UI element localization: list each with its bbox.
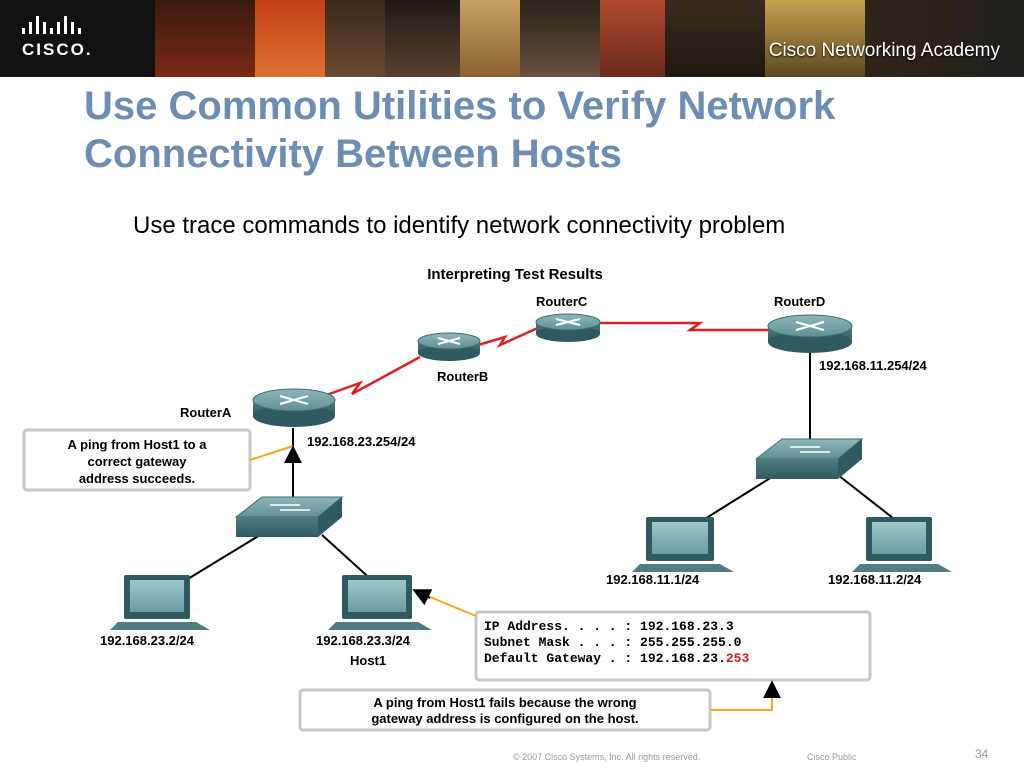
academy-label: Cisco Networking Academy <box>768 40 1000 61</box>
wan-link-c-d <box>598 321 770 332</box>
host1-label: Host1 <box>350 653 386 668</box>
pc-192-168-11-1 <box>632 517 734 572</box>
pc-192-168-11-2 <box>852 517 952 572</box>
router-a-label: RouterA <box>180 405 232 420</box>
host1-address: 192.168.23.3/24 <box>316 633 411 648</box>
callout-fail-line1: A ping from Host1 fails because the wron… <box>373 695 636 710</box>
router-b <box>417 332 481 361</box>
router-c-label: RouterC <box>536 294 588 309</box>
switch-left <box>234 496 344 537</box>
lan-link-switch-pc1 <box>177 534 261 586</box>
callout-success-line1: A ping from Host1 to a <box>68 437 208 452</box>
router-d <box>767 314 853 353</box>
footer-classification: Cisco Public <box>807 752 857 762</box>
wan-link-b-c <box>477 325 541 348</box>
network-diagram: Interpreting Test Results <box>22 266 952 732</box>
router-d-label: RouterD <box>774 294 825 309</box>
page-number: 34 <box>975 747 989 761</box>
cisco-logo: CISCO. <box>0 0 155 77</box>
arrowhead-host1 <box>412 589 433 606</box>
callout-success-line2: correct gateway <box>88 454 188 469</box>
header-banner: CISCO. Cisco Networking Academy <box>0 0 1024 77</box>
router-b-label: RouterB <box>437 369 488 384</box>
ipconfig-gateway-wrong-octet: 253 <box>726 651 750 666</box>
router-a <box>252 388 336 427</box>
pc4-address: 192.168.11.2/24 <box>828 572 922 587</box>
callout-success: A ping from Host1 to a correct gateway a… <box>22 428 302 492</box>
callout-fail: A ping from Host1 fails because the wron… <box>298 688 712 732</box>
lan-link-switch-pc3 <box>699 474 776 523</box>
pc-host1 <box>328 575 432 630</box>
callout-success-line3: address succeeds. <box>79 471 195 486</box>
ipconfig-mask-line: Subnet Mask . . . : 255.255.255.0 <box>484 635 742 650</box>
wan-link-a-b <box>317 355 421 400</box>
cisco-logo-text: CISCO. <box>22 40 93 59</box>
routerA-lan-address: 192.168.23.254/24 <box>307 434 416 449</box>
slide-title: Use Common Utilities to Verify Network C… <box>84 84 836 176</box>
router-c <box>535 313 601 342</box>
switch-right <box>754 438 864 479</box>
pc3-address: 192.168.11.1/24 <box>606 572 700 587</box>
callout-fail-line2: gateway address is configured on the hos… <box>371 711 638 726</box>
ipconfig-gateway-prefix: Default Gateway . : 192.168.23. <box>484 651 726 666</box>
slide-subtitle: Use trace commands to identify network c… <box>133 212 786 239</box>
arrow-fail-to-ipconfig <box>710 686 773 711</box>
diagram-heading: Interpreting Test Results <box>427 266 603 283</box>
footer-copyright: © 2007 Cisco Systems, Inc. All rights re… <box>513 752 701 762</box>
routerD-lan-address: 192.168.11.254/24 <box>819 358 927 373</box>
ipconfig-output: IP Address. . . . : 192.168.23.3 Subnet … <box>474 610 872 682</box>
lan-link-switch-pc4 <box>837 474 899 523</box>
ipconfig-ip-line: IP Address. . . . : 192.168.23.3 <box>484 619 734 634</box>
cisco-bars-icon <box>22 16 85 34</box>
pc-192-168-23-2 <box>110 575 210 630</box>
ipconfig-gateway-line: Default Gateway . : 192.168.23.253 <box>484 651 749 666</box>
pc1-address: 192.168.23.2/24 <box>100 633 195 648</box>
